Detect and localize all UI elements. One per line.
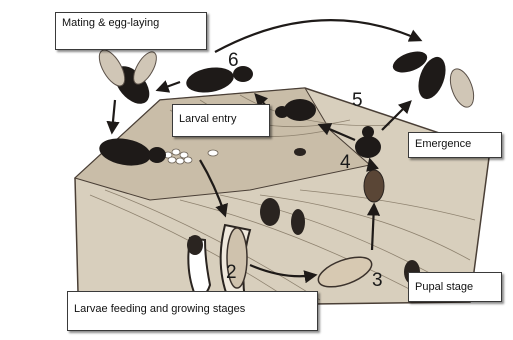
flying-beetle-mating: [94, 46, 161, 110]
label-emergence: Emergence: [408, 132, 502, 158]
label-larval-entry: Larval entry: [172, 104, 270, 137]
label-pupal-stage: Pupal stage: [408, 272, 502, 302]
stage-number-6: 6: [228, 50, 239, 72]
flying-beetle-dispersal: [390, 47, 478, 110]
label-mating-egg-laying: Mating & egg-laying: [55, 12, 207, 50]
stage-number-3: 3: [372, 270, 383, 292]
stage-number-4: 4: [340, 152, 351, 174]
beetle-top: [184, 64, 253, 96]
label-larvae-feeding-growing: Larvae feeding and growing stages: [67, 291, 318, 331]
stage-number-2: 2: [226, 262, 237, 284]
stage-number-5: 5: [352, 90, 363, 112]
